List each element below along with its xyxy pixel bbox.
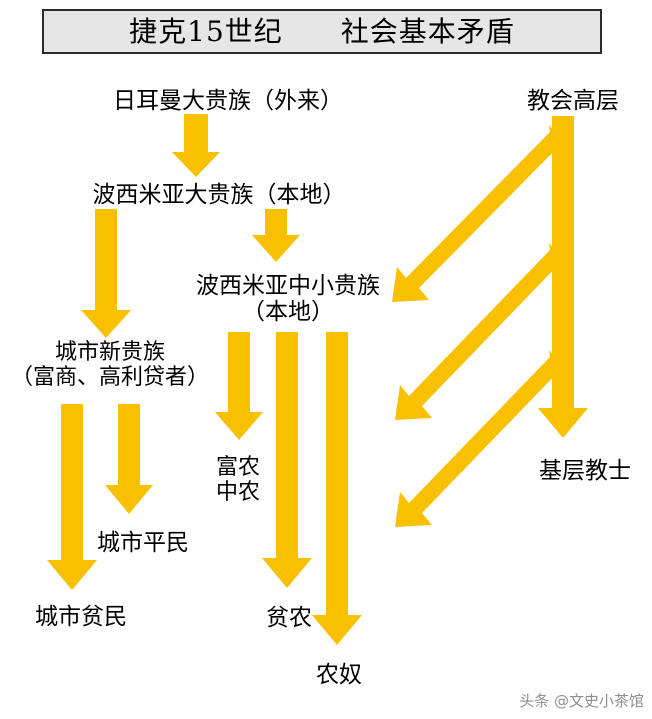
node-low-clergy: 基层教士 bbox=[539, 458, 631, 484]
arrow-bohemian-to-citynew bbox=[81, 209, 131, 338]
arrow-gentry-to-poorfarmer bbox=[262, 332, 312, 588]
arrow-gentry-to-richfarmer bbox=[215, 332, 263, 440]
node-city-commoners: 城市平民 bbox=[97, 530, 189, 556]
node-serf: 农奴 bbox=[316, 662, 362, 688]
node-city-new-nobles: 城市新贵族 （富商、高利贷者） bbox=[10, 340, 210, 391]
arrow-church-to-gentry bbox=[392, 125, 563, 302]
arrow-german-to-bohemian bbox=[172, 114, 220, 177]
watermark: 头条 @文史小茶馆 bbox=[519, 692, 644, 710]
page-title: 捷克15世纪 社会基本矛盾 bbox=[129, 14, 515, 48]
arrow-bohemian-to-gentry bbox=[252, 209, 300, 262]
arrow-church-to-poorfarmer bbox=[395, 243, 563, 420]
node-poor-farmer: 贫农 bbox=[266, 605, 312, 631]
title-box: 捷克15世纪 社会基本矛盾 bbox=[42, 9, 602, 54]
node-rich-middle-farmer: 富农 中农 bbox=[215, 455, 261, 506]
arrow-citynew-to-citycommoners bbox=[105, 404, 153, 514]
arrow-citynew-to-citypoor bbox=[47, 404, 97, 590]
node-city-poor: 城市贫民 bbox=[35, 604, 127, 630]
arrow-church-to-lowclergy bbox=[538, 116, 588, 438]
node-german-nobles: 日耳曼大贵族（外来） bbox=[113, 88, 343, 114]
node-bohemian-gentry: 波西米亚中小贵族 （本地） bbox=[196, 273, 380, 326]
node-bohemian-nobles: 波西米亚大贵族（本地） bbox=[92, 182, 346, 208]
node-church-high: 教会高层 bbox=[527, 88, 619, 114]
arrow-gentry-to-serf bbox=[312, 332, 362, 645]
arrow-church-to-serf bbox=[395, 350, 563, 527]
